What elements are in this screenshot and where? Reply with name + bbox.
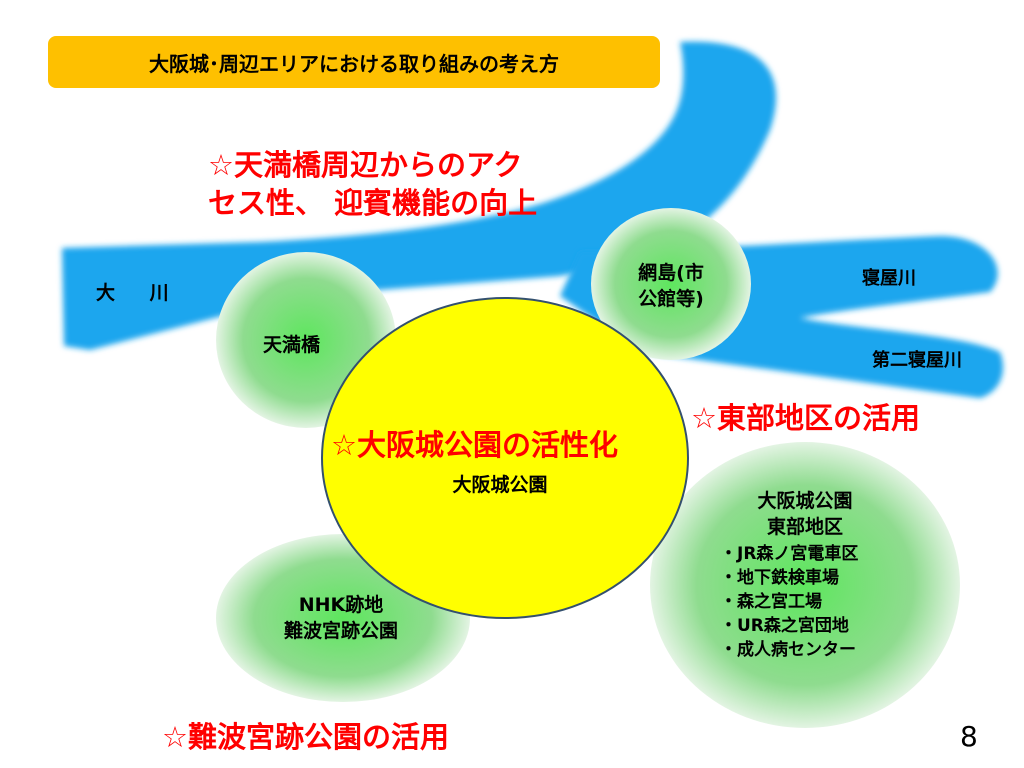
page-title: 大阪城･周辺エリアにおける取り組みの考え方 bbox=[48, 36, 660, 88]
list-item: ・地下鉄検車場 bbox=[720, 568, 839, 588]
list-item: ・JR森ノ宮電車区 bbox=[720, 544, 859, 564]
east-facility-list: ・JR森ノ宮電車区 ・地下鉄検車場 ・森之宮工場 ・UR森之宮団地 ・成人病セン… bbox=[670, 542, 940, 662]
river-okawa bbox=[62, 41, 776, 350]
heading-naniwa-palace: ☆難波宮跡公園の活用 bbox=[162, 720, 449, 754]
label-okawa-river: 大 川 bbox=[96, 282, 183, 304]
heading-tenmabashi-access-line2: セス性、 迎賓機能の向上 bbox=[208, 186, 538, 220]
label-amijima-line1: 網島(市 bbox=[638, 262, 704, 284]
circle-castle-park bbox=[321, 297, 689, 619]
heading-tenmabashi-access: ☆天満橋周辺からのアク セス性、 迎賓機能の向上 bbox=[208, 146, 537, 222]
label-castle-park: 大阪城公園 bbox=[452, 474, 548, 496]
heading-tenmabashi-access-line1: ☆天満橋周辺からのアク bbox=[208, 148, 523, 182]
list-item: ・森之宮工場 bbox=[720, 592, 822, 612]
list-item: ・UR森之宮団地 bbox=[720, 616, 849, 636]
list-item: ・成人病センター bbox=[720, 640, 856, 660]
heading-east-district: ☆東部地区の活用 bbox=[691, 401, 920, 435]
label-east-district: 大阪城公園 東部地区 ・JR森ノ宮電車区 ・地下鉄検車場 ・森之宮工場 ・UR森… bbox=[670, 488, 940, 662]
circle-east-district bbox=[650, 442, 960, 728]
label-amijima: 網島(市 公館等) bbox=[606, 260, 736, 312]
circle-amijima bbox=[591, 208, 751, 360]
label-east-title-line1: 大阪城公園 bbox=[757, 490, 853, 512]
label-nhk-line1: NHK跡地 bbox=[298, 594, 384, 616]
page-number: 8 bbox=[960, 720, 978, 753]
label-tenmabashi: 天満橋 bbox=[263, 334, 321, 356]
label-nhk-site: NHK跡地 難波宮跡公園 bbox=[226, 592, 456, 644]
label-east-title-line2: 東部地区 bbox=[766, 516, 843, 538]
label-nhk-line2: 難波宮跡公園 bbox=[283, 620, 398, 642]
label-neyagawa-river: 寝屋川 bbox=[862, 268, 916, 289]
label-daini-neyagawa-river: 第二寝屋川 bbox=[872, 350, 962, 371]
heading-castle-park: ☆大阪城公園の活性化 bbox=[331, 428, 618, 462]
label-amijima-line2: 公館等) bbox=[638, 288, 704, 310]
